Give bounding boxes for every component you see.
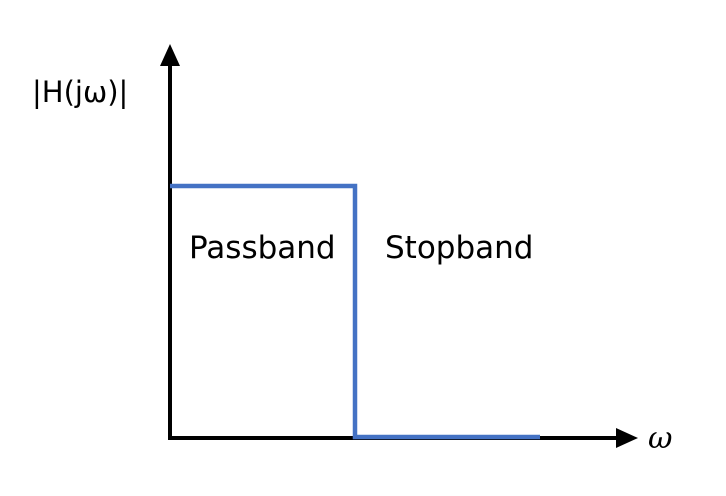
response-curve: [170, 183, 540, 440]
x-axis-arrowhead: [616, 428, 638, 448]
x-axis-label: ω: [648, 421, 672, 456]
y-axis-arrowhead: [160, 44, 180, 66]
stopband-label: Stopband: [385, 230, 533, 266]
y-axis: [160, 44, 180, 438]
y-axis-label: |H(jω)|: [32, 75, 128, 109]
passband-label: Passband: [189, 230, 336, 266]
